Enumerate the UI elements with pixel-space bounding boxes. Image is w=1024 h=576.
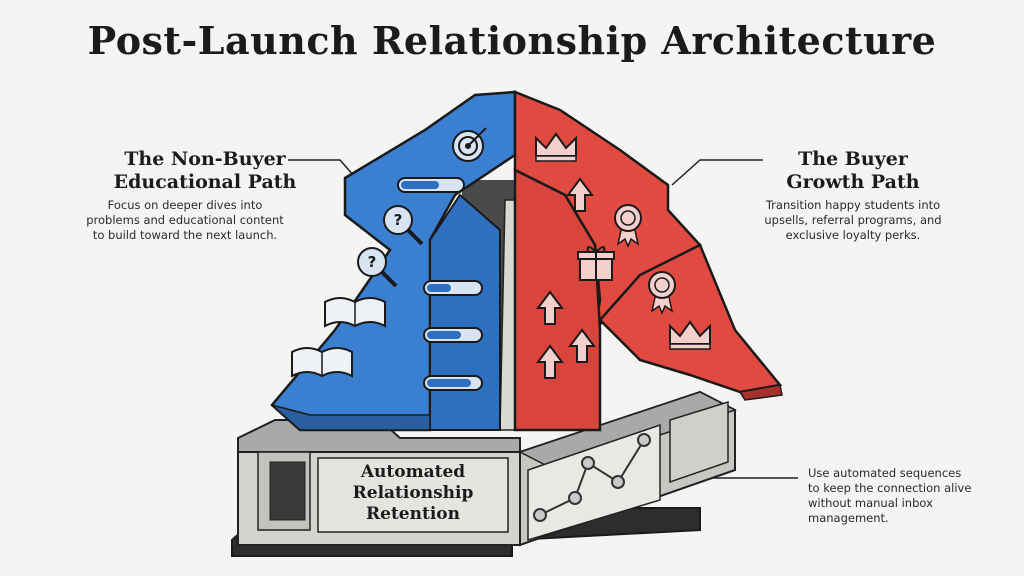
buyer-path-ribbon-center xyxy=(513,167,602,432)
chart-point xyxy=(568,491,582,505)
award-badge-icon xyxy=(614,204,642,248)
progress-bar-icon xyxy=(423,327,483,343)
retention-note-line: management. xyxy=(808,511,889,525)
non-buyer-description: Focus on deeper dives into problems and … xyxy=(60,198,310,243)
retention-label-line: Retention xyxy=(366,504,460,524)
non-buyer-path-edge xyxy=(271,404,431,431)
retention-note-line: to keep the connection alive xyxy=(808,481,972,495)
book-icon xyxy=(291,347,353,378)
non-buyer-title-line1: The Non-Buyer xyxy=(124,148,286,170)
crown-icon xyxy=(669,320,711,350)
non-buyer-path-label: The Non-Buyer Educational Path Focus on … xyxy=(60,148,310,243)
progress-bar-icon xyxy=(423,375,483,391)
retention-label-line: Relationship xyxy=(352,483,474,503)
chart-point xyxy=(533,508,547,522)
up-arrow-icon xyxy=(536,344,564,379)
progress-bar-icon xyxy=(423,280,483,296)
base-panel-retention xyxy=(317,457,509,533)
buyer-title-line1: The Buyer xyxy=(798,148,908,170)
retention-note-line: Use automated sequences xyxy=(808,466,962,480)
magnifier-question-icon: ? xyxy=(357,247,398,288)
retention-note-line: without manual inbox xyxy=(808,496,933,510)
svg-text:?: ? xyxy=(368,253,377,271)
gift-icon xyxy=(577,246,615,281)
non-buyer-description-line: Focus on deeper dives into xyxy=(107,198,263,212)
up-arrow-icon xyxy=(566,177,594,212)
crown-icon xyxy=(535,132,577,162)
buyer-path xyxy=(513,90,783,432)
chart-point xyxy=(581,456,595,470)
buyer-description: Transition happy students into upsells, … xyxy=(728,198,978,243)
buyer-description-line: upsells, referral programs, and xyxy=(764,213,942,227)
up-arrow-icon xyxy=(568,328,596,363)
non-buyer-description-line: problems and educational content xyxy=(86,213,284,227)
retention-label-line: Automated xyxy=(360,462,466,482)
buyer-connector-line xyxy=(671,159,763,186)
retention-label: Automated Relationship Retention xyxy=(318,462,508,525)
award-badge-icon xyxy=(648,271,676,315)
buyer-description-line: Transition happy students into xyxy=(765,198,941,212)
buyer-description-line: exclusive loyalty perks. xyxy=(785,228,921,242)
target-icon xyxy=(452,127,487,162)
magnifier-question-icon: ? xyxy=(383,205,424,246)
chart-point xyxy=(611,475,625,489)
non-buyer-description-line: to build toward the next launch. xyxy=(92,228,278,242)
chart-point xyxy=(637,433,651,447)
retention-note: Use automated sequences to keep the conn… xyxy=(808,466,998,526)
base-side-window xyxy=(669,400,729,484)
svg-text:?: ? xyxy=(394,211,403,229)
progress-bar-icon xyxy=(397,177,465,193)
page-title: Post-Launch Relationship Architecture xyxy=(87,18,937,63)
book-icon xyxy=(324,297,386,328)
buyer-path-label: The Buyer Growth Path Transition happy s… xyxy=(728,148,978,243)
base-structure xyxy=(231,390,737,557)
base-chart-panel xyxy=(527,423,661,542)
non-buyer-path-inner xyxy=(429,193,501,431)
non-buyer-path xyxy=(270,90,517,432)
non-buyer-title-line2: Educational Path xyxy=(113,171,297,193)
up-arrow-icon xyxy=(536,290,564,325)
buyer-path-edge xyxy=(738,384,783,401)
buyer-title-line2: Growth Path xyxy=(786,171,920,193)
base-opening-left xyxy=(269,461,306,521)
